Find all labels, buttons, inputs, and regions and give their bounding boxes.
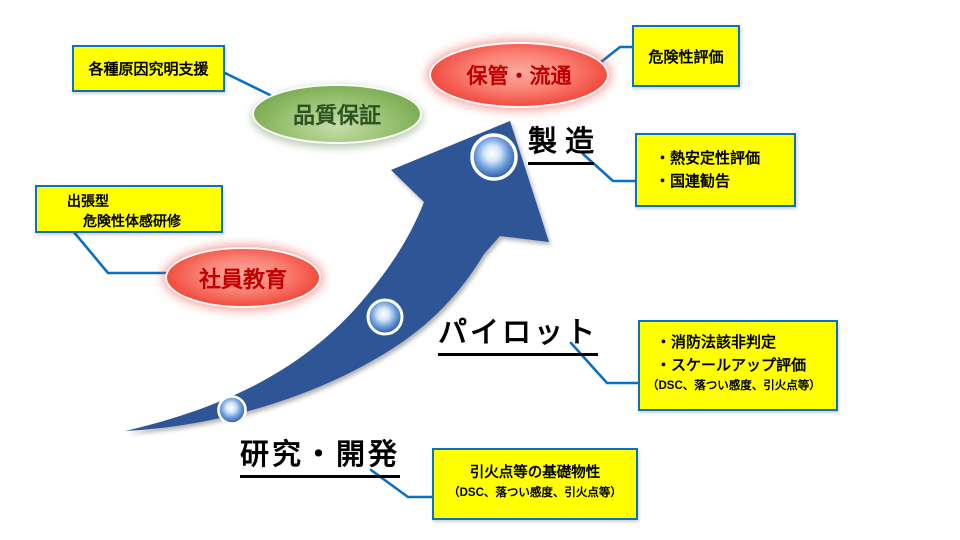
milestone-sphere-large bbox=[470, 133, 518, 181]
callout-hazard-evaluation: 危険性評価 bbox=[632, 25, 740, 87]
callout-thermal-line2: ・国連勧告 bbox=[655, 173, 731, 191]
milestone-sphere-small bbox=[217, 395, 247, 425]
callout-thermal-stability: ・熱安定性評価 ・国連勧告 bbox=[635, 133, 796, 207]
stage-label-pilot: パイロット bbox=[438, 309, 599, 356]
callout-thermal-line1: ・熱安定性評価 bbox=[655, 150, 761, 167]
stage-label-manufacturing: 製 造 bbox=[528, 118, 595, 165]
callout-flashpoint-line1: 引火点等の基礎物性 bbox=[469, 465, 601, 481]
callout-firelaw-line1: ・消防法該非判定 bbox=[656, 334, 777, 351]
stage-label-research-development: 研究・開発 bbox=[240, 431, 401, 478]
callout-training-line2: 危険性体感研修 bbox=[83, 212, 181, 229]
callout-onsite-training: 出張型 危険性体感研修 bbox=[35, 185, 223, 233]
connector-training-to-education bbox=[71, 229, 168, 275]
callout-cause-investigation: 各種原因究明支援 bbox=[72, 45, 225, 92]
callout-firelaw-line3: （DSC、落つい感度、引火点等） bbox=[647, 380, 821, 392]
callout-flash-point: 引火点等の基礎物性 （DSC、落つい感度、引火点等） bbox=[432, 448, 638, 520]
callout-hazard-text: 危険性評価 bbox=[648, 48, 724, 66]
ellipse-quality-assurance: 品質保証 bbox=[252, 84, 422, 144]
milestone-sphere-medium bbox=[366, 298, 404, 336]
ellipse-quality-label: 品質保証 bbox=[292, 103, 381, 128]
connector-rd-to-flashpoint bbox=[369, 468, 434, 499]
ellipse-storage-label: 保管・流通 bbox=[466, 65, 572, 88]
ellipse-education-label: 社員教育 bbox=[198, 266, 287, 292]
callout-fire-law: ・消防法該非判定 ・スケールアップ評価 （DSC、落つい感度、引火点等） bbox=[638, 320, 838, 411]
growth-arrow bbox=[125, 121, 549, 431]
ellipse-employee-education: 社員教育 bbox=[165, 247, 321, 308]
callout-flashpoint-line2: （DSC、落つい感度、引火点等） bbox=[448, 486, 622, 499]
connector-cause-to-quality bbox=[223, 71, 272, 97]
callout-training-line1: 出張型 bbox=[67, 193, 109, 209]
callout-cause-text: 各種原因究明支援 bbox=[88, 61, 209, 78]
ellipse-storage-distribution: 保管・流通 bbox=[429, 42, 609, 108]
callout-firelaw-line2: ・スケールアップ評価 bbox=[656, 356, 807, 374]
connector-pilot-to-firelaw bbox=[569, 341, 640, 385]
connector-storage-to-hazard bbox=[599, 45, 635, 64]
